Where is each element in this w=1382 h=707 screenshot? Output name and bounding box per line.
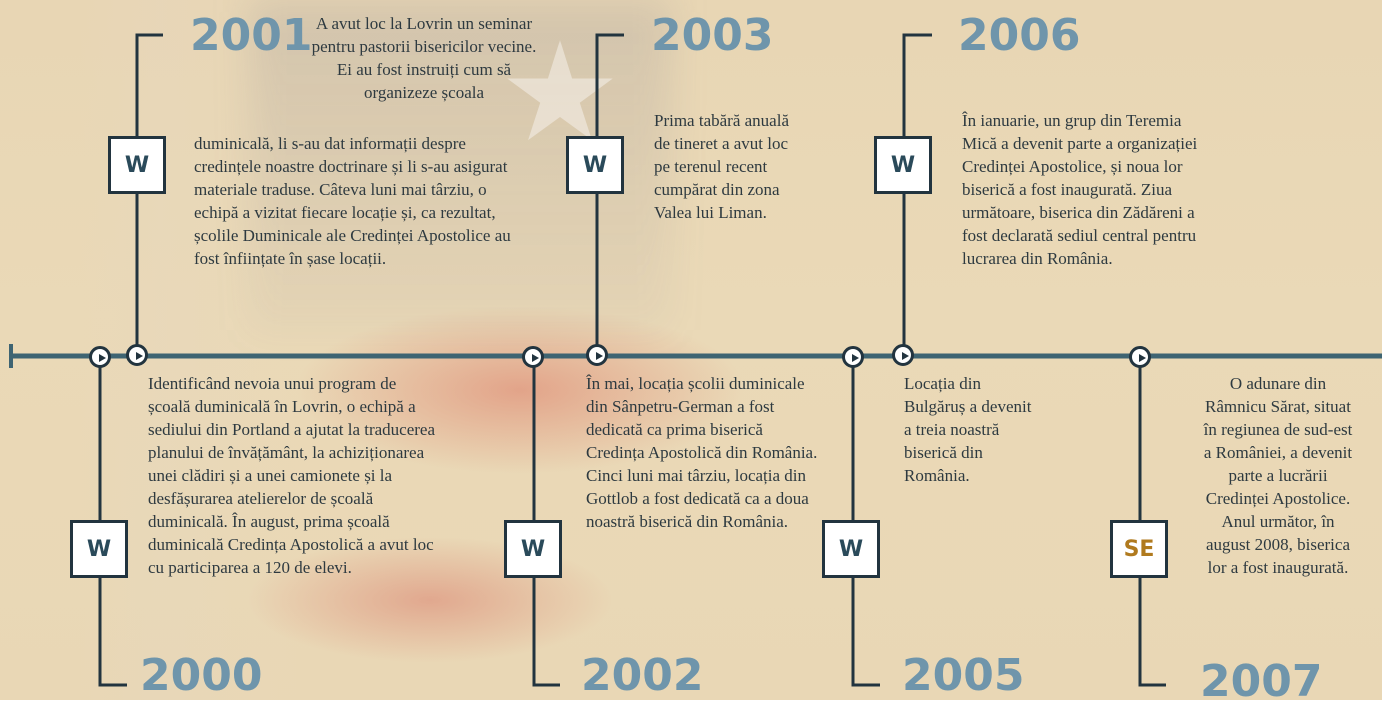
region-badge-2005: W — [822, 520, 880, 578]
year-2000: 2000 — [140, 650, 263, 701]
year-2001: 2001 — [190, 10, 313, 61]
play-button-2002[interactable] — [522, 346, 544, 368]
play-button-2006[interactable] — [892, 344, 914, 366]
connector-2007 — [1138, 357, 1166, 687]
region-badge-2006: W — [874, 136, 932, 194]
play-button-2001[interactable] — [126, 344, 148, 366]
region-badge-2000: W — [70, 520, 128, 578]
event-2007-text: O adunare din Râmnicu Sărat, situat în r… — [1203, 374, 1353, 577]
year-2003: 2003 — [651, 10, 774, 61]
event-2002-text: În mai, locația școlii duminicale din Sâ… — [586, 374, 818, 531]
event-2003-text: Prima tabără anuală de tineret a avut lo… — [654, 111, 789, 222]
play-button-2000[interactable] — [89, 346, 111, 368]
region-badge-2003: W — [566, 136, 624, 194]
event-2001-text-bottom: duminicală, li s-au dat informații despr… — [194, 134, 511, 268]
event-2000-text: Identificând nevoia unui program de școa… — [148, 374, 436, 577]
connector-2000 — [98, 357, 127, 687]
year-2002: 2002 — [581, 650, 704, 701]
connector-2002 — [532, 357, 560, 687]
region-badge-2007: SE — [1110, 520, 1168, 578]
event-2005-text: Locația din Bulgăruș a devenit a treia n… — [904, 374, 1032, 485]
region-badge-2001: W — [108, 136, 166, 194]
year-2005: 2005 — [902, 650, 1025, 701]
connector-2003 — [595, 33, 624, 355]
year-2007: 2007 — [1200, 656, 1323, 707]
play-button-2005[interactable] — [842, 346, 864, 368]
connector-2001 — [135, 33, 163, 355]
year-2006: 2006 — [958, 10, 1081, 61]
connector-2005 — [851, 357, 880, 687]
play-button-2003[interactable] — [586, 344, 608, 366]
event-2006-text: În ianuarie, un grup din Teremia Mică a … — [962, 111, 1198, 268]
play-button-2007[interactable] — [1129, 346, 1151, 368]
region-badge-2002: W — [504, 520, 562, 578]
connector-2006 — [902, 33, 932, 355]
event-2001-text-top: A avut loc la Lovrin un seminar pentru p… — [311, 14, 537, 102]
